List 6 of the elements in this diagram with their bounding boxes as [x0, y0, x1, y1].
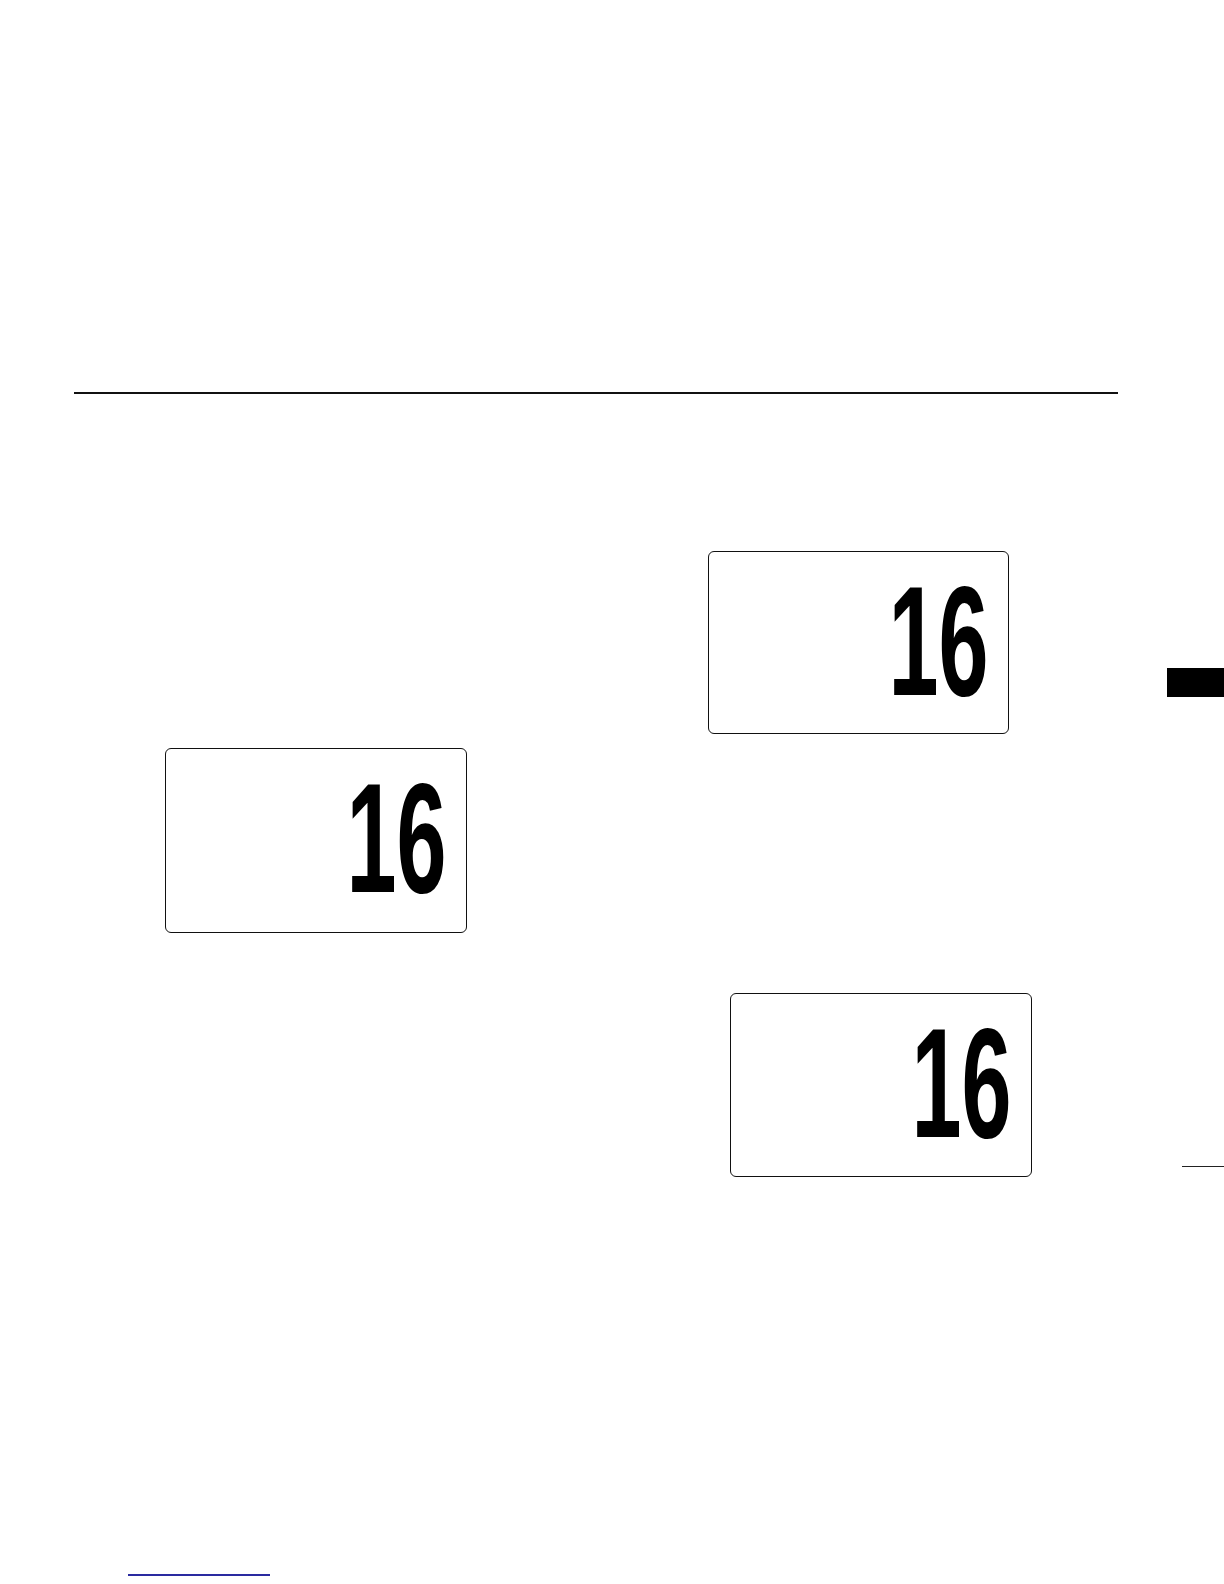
lcd-display [708, 551, 1009, 734]
lcd-display [730, 993, 1032, 1177]
channel-number: 16 [888, 585, 988, 700]
lcd-display [165, 748, 467, 933]
channel-number: 16 [911, 1027, 1011, 1142]
channel-number: 16 [346, 782, 446, 897]
